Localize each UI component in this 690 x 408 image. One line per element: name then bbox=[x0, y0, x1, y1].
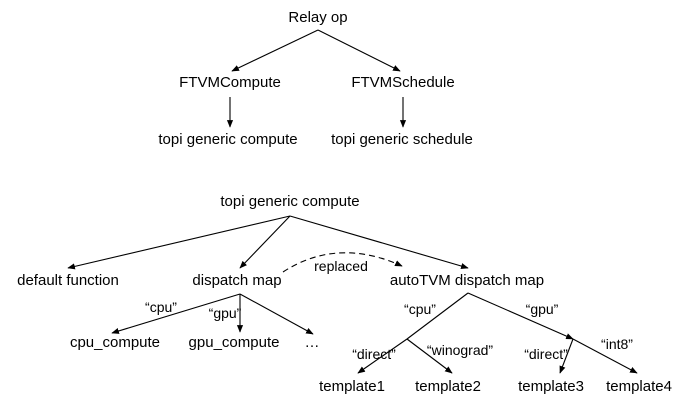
edge-relay-to-ftvmschedule bbox=[317, 29, 401, 72]
edge-topi-to-autotvm bbox=[289, 215, 469, 270]
edge-cpu-to-template1 bbox=[357, 338, 408, 374]
label-direct-left: “direct” bbox=[352, 346, 396, 362]
edge-cpu-to-template2 bbox=[406, 338, 453, 374]
node-topi-generic-schedule: topi generic schedule bbox=[331, 131, 473, 148]
edge-relay-to-ftvmcompute bbox=[231, 29, 319, 72]
edge-replaced-dashed bbox=[282, 252, 403, 273]
edge-dispatch-to-cpu bbox=[111, 293, 241, 334]
node-cpu-compute: cpu_compute bbox=[69, 334, 161, 351]
edge-autotvm-to-gpu-branch bbox=[467, 292, 574, 340]
label-gpu-right: “gpu” bbox=[525, 301, 559, 317]
node-gpu-compute: gpu_compute bbox=[188, 334, 280, 351]
edge-gpu-to-template3 bbox=[559, 338, 574, 374]
node-ftvmschedule: FTVMSchedule bbox=[351, 74, 455, 91]
node-ftvmcompute: FTVMCompute bbox=[179, 74, 281, 91]
node-ellipsis: … bbox=[304, 334, 320, 351]
node-topi-generic-compute: topi generic compute bbox=[220, 193, 360, 210]
node-autotvm-dispatch-map: autoTVM dispatch map bbox=[389, 272, 545, 289]
label-gpu-left: “gpu” bbox=[208, 305, 242, 321]
label-cpu-right: “cpu” bbox=[404, 301, 436, 317]
label-cpu-left: “cpu” bbox=[145, 299, 177, 315]
label-direct-right: “direct” bbox=[524, 346, 568, 362]
edge-topi-to-default bbox=[67, 215, 291, 270]
label-winograd: “winograd” bbox=[426, 342, 494, 358]
node-template4: template4 bbox=[606, 378, 672, 395]
node-topi-generic-compute-top: topi generic compute bbox=[158, 131, 298, 148]
edge-gpu-to-template4 bbox=[572, 338, 638, 374]
label-replaced: replaced bbox=[314, 258, 368, 274]
node-dispatch-map: dispatch map bbox=[192, 272, 282, 289]
node-relay-op: Relay op bbox=[288, 9, 348, 26]
node-template1: template1 bbox=[319, 378, 385, 395]
label-int8: “int8” bbox=[601, 336, 633, 352]
edge-autotvm-to-cpu-branch bbox=[406, 292, 469, 340]
node-template3: template3 bbox=[518, 378, 584, 395]
node-default-function: default function bbox=[17, 272, 119, 289]
edge-topi-to-dispatch bbox=[239, 215, 291, 269]
node-template2: template2 bbox=[415, 378, 481, 395]
edge-dispatch-to-ellipsis bbox=[239, 293, 314, 335]
